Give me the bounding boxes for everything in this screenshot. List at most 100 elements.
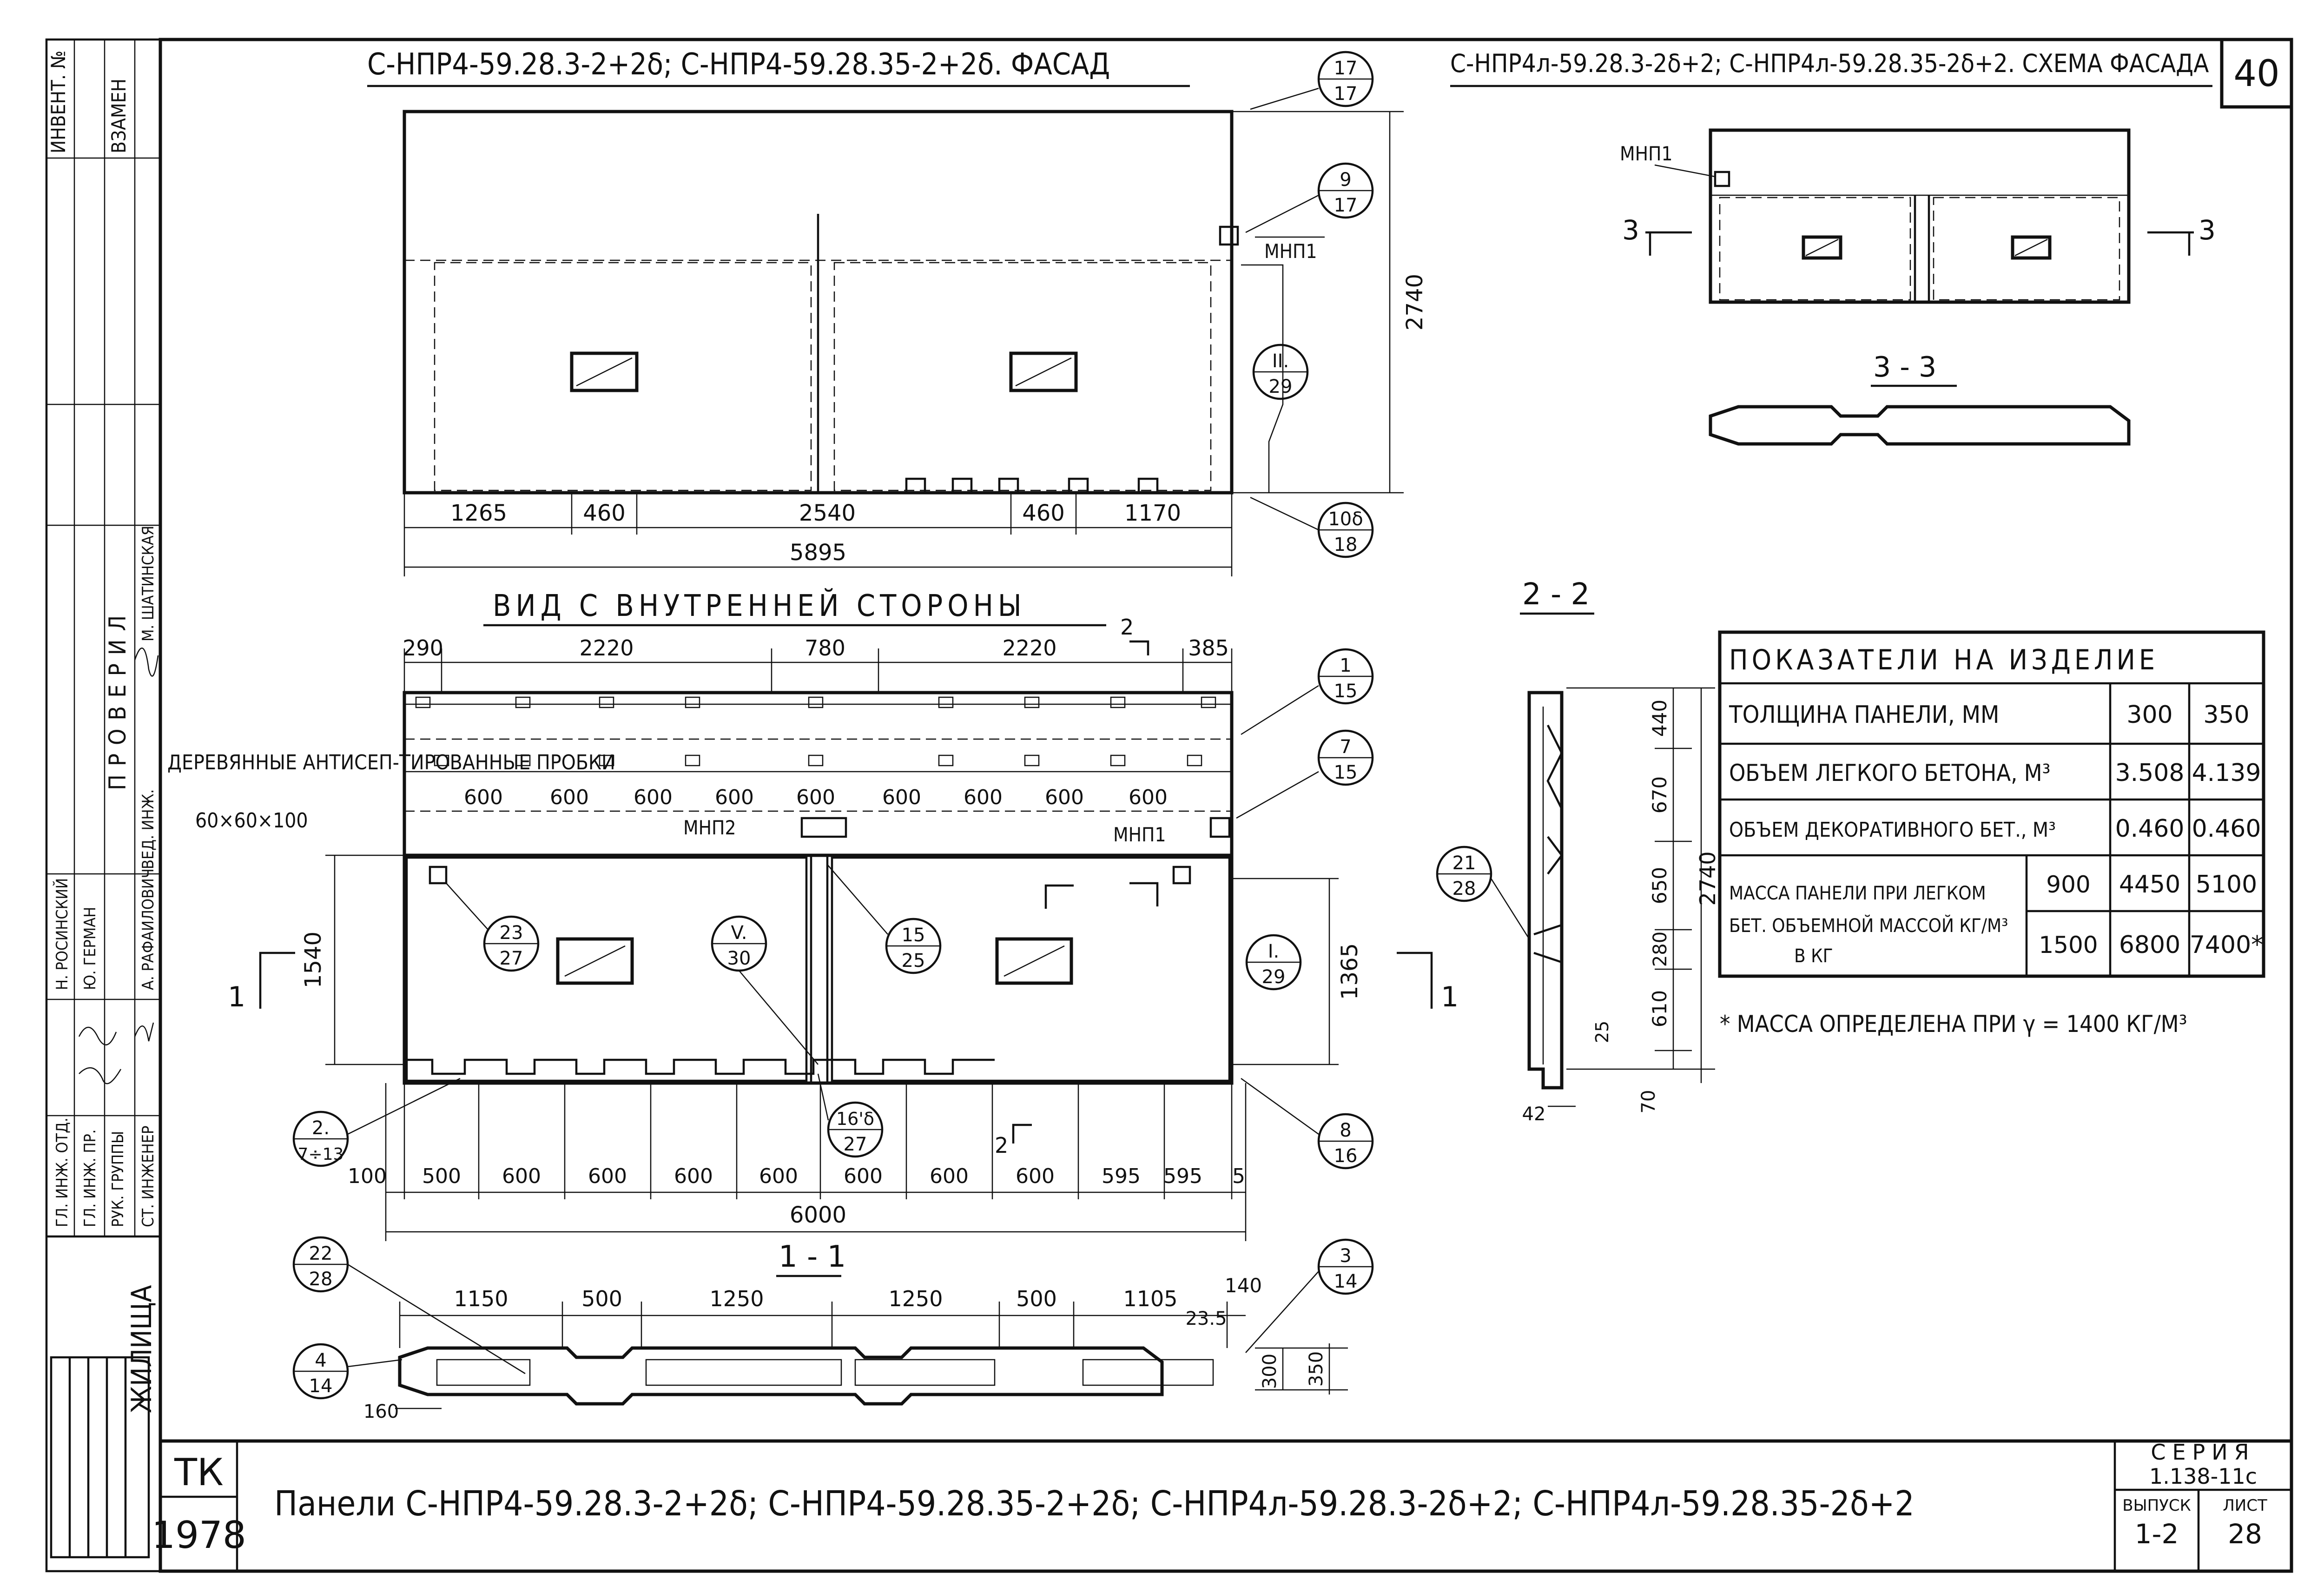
inner-bottom-dim-10: 595 — [1102, 1164, 1141, 1188]
ind-mass-label-2: БЕТ. ОБЪЕМНОЙ МАССОЙ КГ/М³ — [1729, 914, 2008, 937]
inner-bottom-dim-2: 500 — [422, 1164, 461, 1188]
svg-text:16'δ: 16'δ — [836, 1109, 874, 1129]
ind-row-2-v1: 3.508 — [2115, 759, 2185, 787]
facade-window-1 — [570, 351, 639, 392]
s22-height: 2740 — [1695, 851, 1720, 906]
svg-text:1: 1 — [1340, 655, 1351, 676]
section-1-1: 1 - 1 1150 500 1250 1250 500 1105 140 23… — [292, 1236, 1374, 1422]
inv-label: ИНВЕНТ. № — [47, 51, 70, 153]
name-4: А. РАФАИЛОВИЧ — [139, 868, 158, 990]
page-number-box — [2220, 38, 2293, 109]
s11-dim-5: 500 — [1016, 1286, 1057, 1311]
spacing-9: 600 — [1129, 786, 1168, 809]
facade-title: С-НПР4-59.28.3-2+2δ; С-НПР4-59.28.35-2+2… — [367, 47, 1110, 82]
inner-title: ВИД С ВНУТРЕННЕЙ СТОРОНЫ — [493, 588, 1026, 623]
s11-dim-350: 350 — [1306, 1351, 1327, 1387]
svg-text:9: 9 — [1340, 169, 1351, 191]
s22-dim-70: 70 — [1638, 1090, 1659, 1114]
inner-mnp2: МНП2 — [683, 816, 736, 839]
svg-text:17: 17 — [1334, 58, 1358, 79]
inner-callout-8-16: 8 16 — [1241, 1077, 1374, 1170]
ind-footnote: * МАССА ОПРЕДЕЛЕНА ПРИ γ = 1400 КГ/М³ — [1720, 1011, 2187, 1038]
plug-row — [415, 696, 1216, 767]
inner-window-2 — [995, 937, 1073, 985]
proveril-label: ПРОВЕРИЛ — [104, 607, 131, 790]
s22-dim-25: 25 — [1592, 1021, 1612, 1043]
section-mark-1-right: 1 — [1441, 981, 1459, 1013]
section-mark-2-bottom: 2 — [995, 1133, 1008, 1158]
inner-bottom-dim-3: 600 — [502, 1164, 541, 1188]
facade-dim-4: 460 — [1022, 500, 1065, 526]
inner-window-1 — [556, 937, 634, 985]
svg-text:29: 29 — [1269, 376, 1293, 397]
inner-mnp1: МНП1 — [1113, 823, 1166, 846]
ind-row-2-v2: 4.139 — [2192, 759, 2261, 787]
svg-text:15: 15 — [1334, 681, 1358, 702]
indicators-title: ПОКАЗАТЕЛИ НА ИЗДЕЛИЕ — [1729, 644, 2159, 676]
inner-callout-2-7-13: 2. 7÷13 — [292, 1077, 461, 1167]
ind-row-1-v2: 350 — [2203, 701, 2249, 729]
name-1: Н. РОСИНСКИЙ — [53, 878, 72, 990]
s22-dim-280: 280 — [1650, 932, 1671, 967]
svg-text:8: 8 — [1340, 1120, 1351, 1141]
ind-mass-label-3: В КГ — [1794, 945, 1833, 967]
ind-mass-2-v1: 6800 — [2119, 931, 2180, 959]
svg-text:I.: I. — [1268, 941, 1280, 962]
inner-bottom-dim-1: 100 — [348, 1164, 387, 1188]
facade-mnp1-mark — [1219, 225, 1239, 246]
section-2-2: 2 - 2 440 670 650 280 610 25 70 2740 42 … — [1436, 577, 1720, 1125]
spacing-2: 600 — [550, 786, 589, 809]
ind-row-1-v1: 300 — [2126, 701, 2172, 729]
svg-text:15: 15 — [902, 925, 925, 946]
facade-callout-ii-29: II. 29 — [1252, 344, 1309, 400]
ved-name: М. ШАТИНСКАЯ — [139, 526, 158, 641]
svg-text:7÷13: 7÷13 — [298, 1145, 344, 1164]
signature-3 — [134, 1022, 154, 1042]
side-stamp: ИНВЕНТ. № ВЗАМЕН ПРОВЕРИЛ ГЛ. ИНЖ. ОТД. … — [45, 38, 162, 1573]
scheme-facade: С-НПР4л-59.28.3-2δ+2; С-НПР4л-59.28.35-2… — [1450, 49, 2216, 446]
facade-view: С-НПР4-59.28.3-2+2δ; С-НПР4-59.28.35-2+2… — [367, 47, 1428, 576]
ind-row-3-label: ОБЪЕМ ДЕКОРАТИВНОГО БЕТ., М³ — [1729, 818, 2056, 842]
svg-text:28: 28 — [309, 1269, 333, 1290]
ind-row-3-v1: 0.460 — [2115, 815, 2185, 843]
ind-row-1-label: ТОЛЩИНА ПАНЕЛИ, ММ — [1729, 701, 1999, 729]
inner-callout-7-15: 7 15 — [1236, 729, 1374, 819]
svg-text:21: 21 — [1452, 853, 1476, 874]
svg-text:25: 25 — [902, 950, 925, 972]
spacing-7: 600 — [964, 786, 1003, 809]
facade-mnp-label: МНП1 — [1264, 240, 1317, 263]
s11-callout-4-14: 4 14 — [292, 1343, 403, 1400]
role-3: РУК. ГРУППЫ — [109, 1131, 127, 1227]
stamp-year: 1978 — [152, 1514, 246, 1557]
facade-dim-2: 460 — [583, 500, 626, 526]
svg-text:15: 15 — [1334, 762, 1358, 783]
s11-dim-3: 1250 — [709, 1286, 764, 1311]
facade-dim-1: 1265 — [450, 500, 507, 526]
s11-dim-235: 23.5 — [1185, 1308, 1227, 1329]
s11-dim-4: 1250 — [888, 1286, 943, 1311]
s11-callout-3-14: 3 14 — [1245, 1238, 1374, 1353]
svg-text:23: 23 — [500, 922, 523, 944]
svg-text:II.: II. — [1272, 350, 1289, 372]
facade-dim-3: 2540 — [799, 500, 856, 526]
inner-bottom-dim-7: 600 — [844, 1164, 883, 1188]
svg-text:27: 27 — [844, 1134, 867, 1155]
svg-text:28: 28 — [1452, 878, 1476, 899]
svg-text:7: 7 — [1340, 736, 1351, 758]
s11-dim-1: 1150 — [454, 1286, 508, 1311]
spacing-8: 600 — [1045, 786, 1084, 809]
facade-callout-9-17: 9 17 — [1245, 162, 1374, 233]
scheme-mark-right: 3 — [2199, 214, 2216, 246]
scheme-mark-left: 3 — [1622, 214, 1639, 246]
page-number: 40 — [2233, 53, 2279, 95]
inner-top-dim-4: 2220 — [1002, 635, 1056, 661]
s22-dim-440: 440 — [1648, 700, 1671, 737]
section11-title: 1 - 1 — [779, 1240, 846, 1274]
s22-dim-42: 42 — [1522, 1104, 1546, 1125]
indicators-table: ПОКАЗАТЕЛИ НА ИЗДЕЛИЕ ТОЛЩИНА ПАНЕЛИ, ММ… — [1718, 630, 2265, 1038]
svg-text:17: 17 — [1334, 195, 1358, 216]
inner-bottom-dim-5: 600 — [674, 1164, 713, 1188]
inner-dim-1365: 1365 — [1337, 943, 1363, 1000]
svg-text:3: 3 — [1340, 1245, 1351, 1267]
